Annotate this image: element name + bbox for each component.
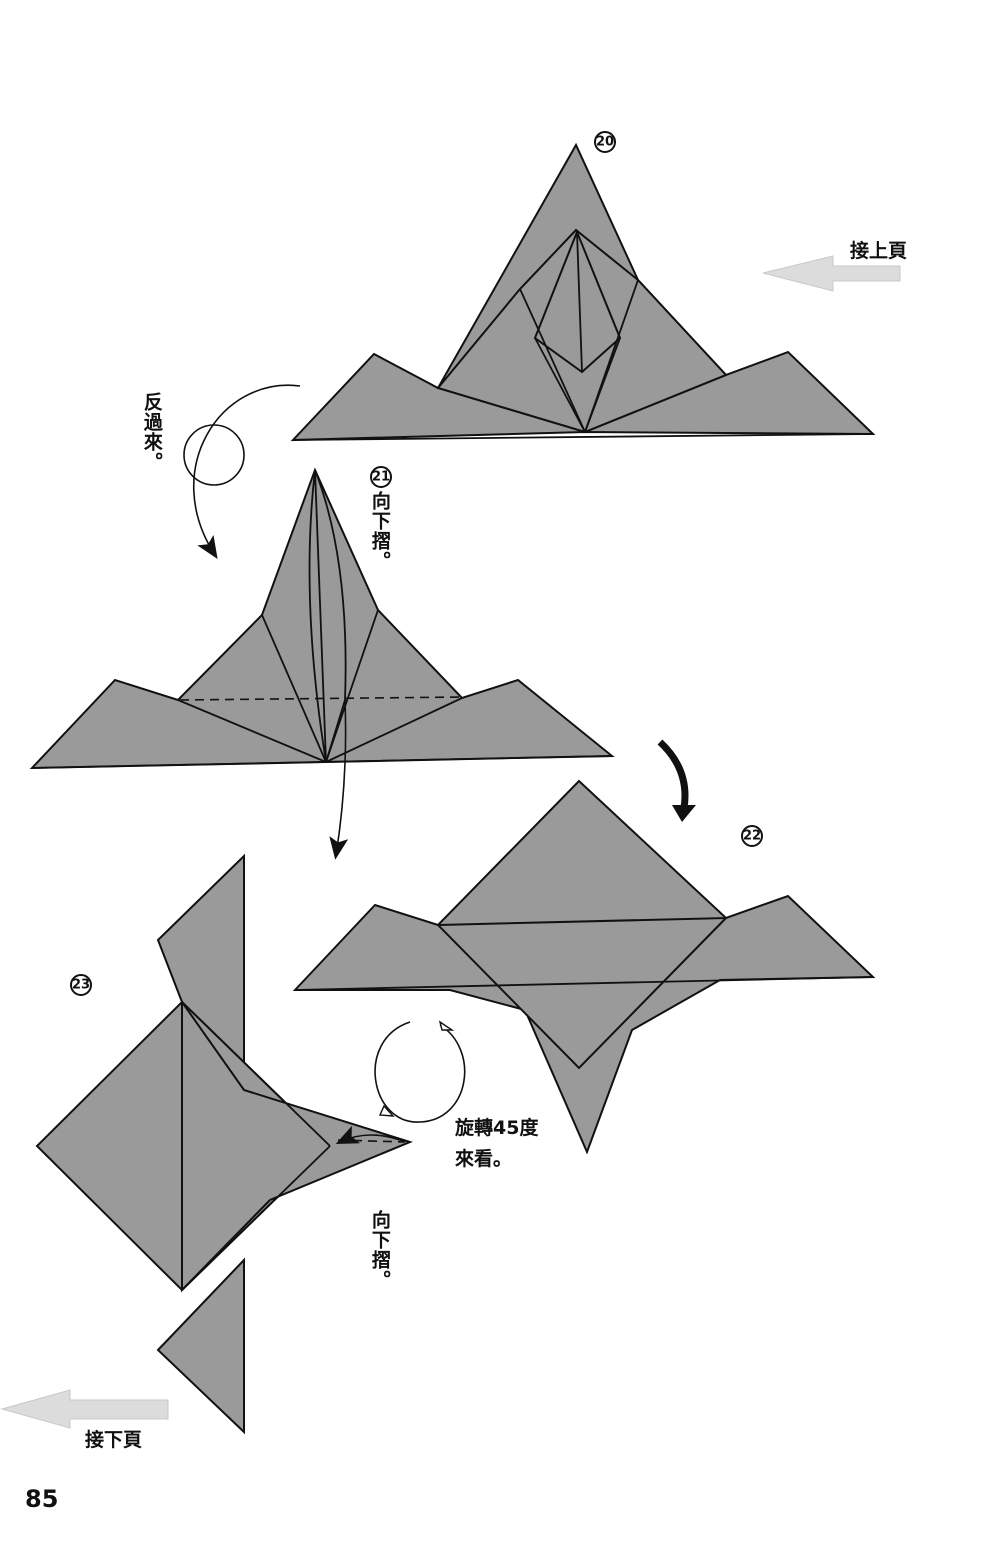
rotate-label-line2: 來看。 <box>455 1148 513 1170</box>
continue-to-next-arrow <box>0 1389 169 1429</box>
svg-text:23: 23 <box>72 978 90 993</box>
transition-arrowhead-22 <box>672 805 696 822</box>
step-23-instruction: 向下摺。 <box>368 1210 391 1290</box>
svg-text:20: 20 <box>596 135 614 150</box>
flip-arrow <box>192 384 301 560</box>
rotate-arrowhead-bottom <box>378 1104 395 1117</box>
step-20-figure <box>290 142 876 442</box>
step-badge-23: 23 <box>70 974 92 996</box>
rotate-circle-icon <box>374 1021 466 1123</box>
rotate-arrowhead-top <box>438 1020 455 1031</box>
svg-text:22: 22 <box>743 829 761 844</box>
flip-circle-icon <box>183 424 245 486</box>
step-22-figure <box>292 779 876 1155</box>
step-badge-22: 22 <box>741 825 763 847</box>
flip-over-label: 反過來。 <box>140 392 163 472</box>
step-21-instruction: 向下摺。 <box>368 491 391 571</box>
transition-arrow-22 <box>657 739 689 809</box>
continue-from-prev-label: 接上頁 <box>850 240 908 262</box>
step-23-figure <box>35 853 413 1435</box>
rotate-label-line1: 旋轉45度 <box>455 1117 539 1139</box>
page-number: 85 <box>25 1485 59 1513</box>
fold-down-arrow-21 <box>329 699 349 860</box>
step-21-figure <box>29 467 615 770</box>
svg-text:21: 21 <box>372 470 390 485</box>
step-badge-20: 20 <box>594 131 616 153</box>
continue-from-prev-arrow <box>762 255 901 292</box>
fold-down-arrow-23 <box>335 1125 406 1145</box>
continue-to-next-label: 接下頁 <box>85 1429 143 1451</box>
step-badge-21: 21 <box>370 466 392 488</box>
